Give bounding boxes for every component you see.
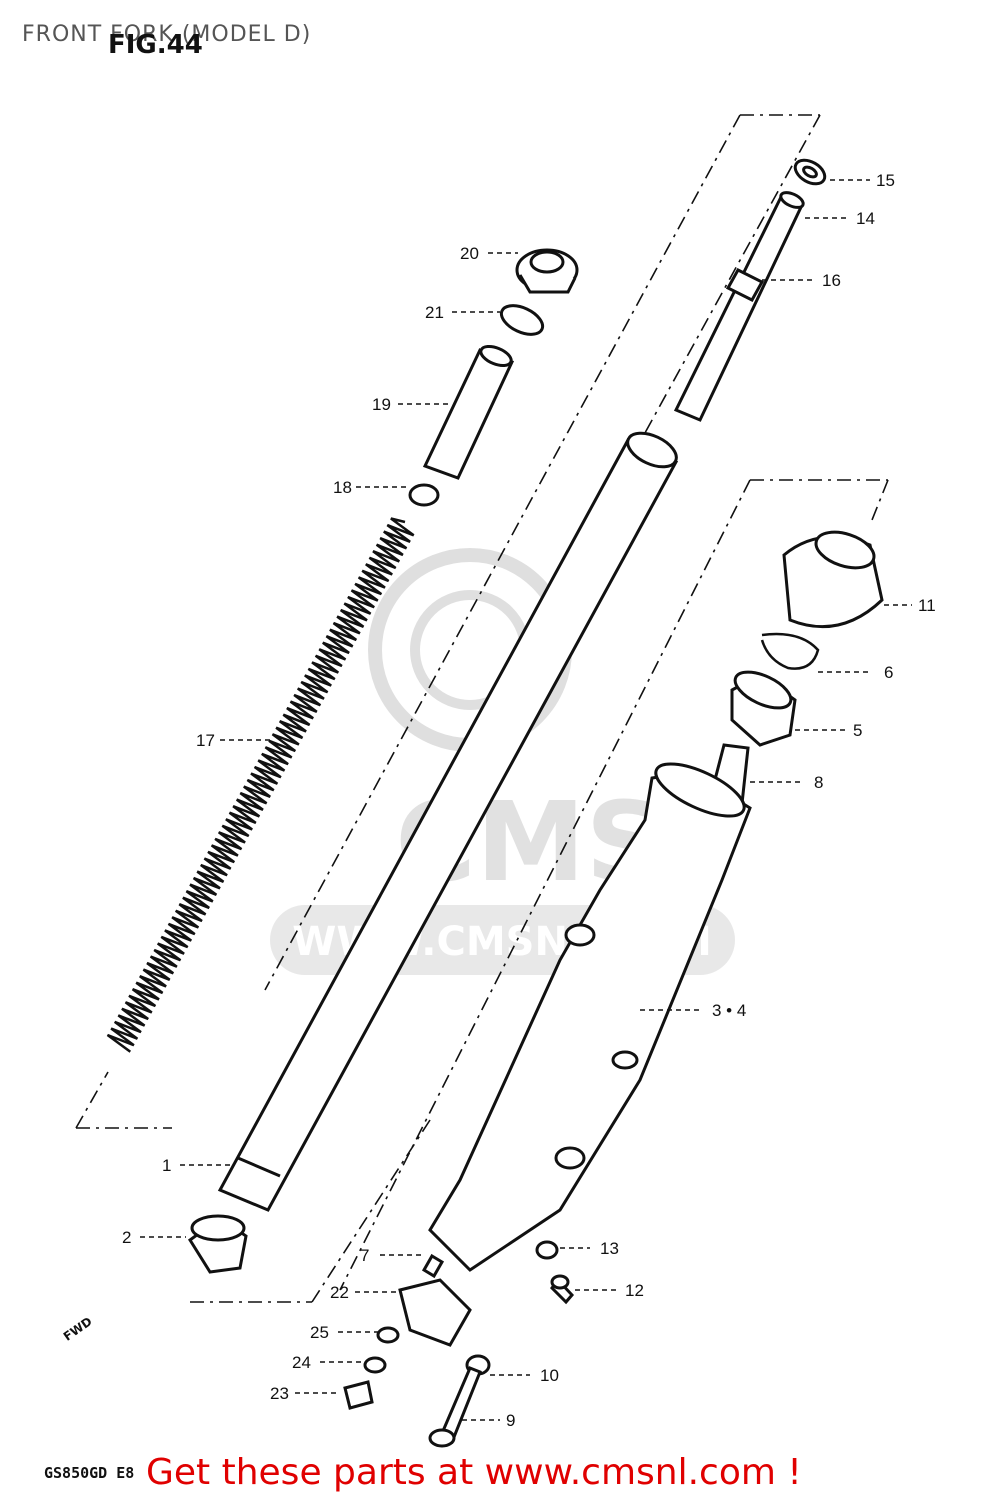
part-14-16-damper-rod: [673, 191, 805, 422]
callout-25: 25: [310, 1323, 329, 1342]
part-20-cap-bolt: [515, 248, 579, 294]
callout-22: 22: [330, 1283, 349, 1302]
part-2-bushing: [187, 1214, 248, 1274]
callout-labels: 15 14 16 20 21 19 18 11 6 5 8 17 3 • 4 1…: [122, 171, 936, 1430]
callout-2: 2: [122, 1228, 131, 1247]
callout-18: 18: [333, 478, 352, 497]
callout-12: 12: [625, 1281, 644, 1300]
part-11-dust-boot: [782, 530, 884, 629]
callout-16: 16: [822, 271, 841, 290]
part-1-inner-tube: [217, 431, 679, 1212]
part-19-spacer: [422, 344, 515, 480]
callout-6: 6: [884, 663, 893, 682]
part-3-4-outer-tube: [428, 762, 752, 1272]
model-code: GS850GD E8: [44, 1464, 135, 1482]
callout-10: 10: [540, 1366, 559, 1385]
callout-21: 21: [425, 303, 444, 322]
callout-20: 20: [460, 244, 479, 263]
callout-24: 24: [292, 1353, 311, 1372]
callout-15: 15: [876, 171, 895, 190]
callout-17: 17: [196, 731, 215, 750]
page-title: FRONT FORK (MODEL D): [22, 22, 312, 47]
promo-link[interactable]: Get these parts at www.cmsnl.com !: [146, 1452, 802, 1493]
figure-label: FIG.44: [108, 30, 203, 60]
part-18-washer: [408, 483, 440, 507]
callout-7: 7: [360, 1246, 369, 1265]
part-5-oil-seal: [730, 670, 797, 747]
callout-13: 13: [600, 1239, 619, 1258]
callout-11: 11: [918, 596, 936, 615]
callout-23: 23: [270, 1384, 289, 1403]
callout-1: 1: [162, 1156, 171, 1175]
part-21-o-ring: [499, 304, 545, 336]
part-17-spring: [106, 517, 415, 1053]
callout-14: 14: [856, 209, 875, 228]
leader-lines: [140, 179, 912, 1421]
part-6-clip: [760, 632, 820, 670]
callout-19: 19: [372, 395, 391, 414]
small-parts: [343, 1240, 575, 1448]
callout-8: 8: [814, 773, 823, 792]
callout-5: 5: [853, 721, 862, 740]
callout-9: 9: [506, 1411, 515, 1430]
part-15-cap: [793, 158, 827, 186]
callout-3-4: 3 • 4: [712, 1001, 746, 1020]
